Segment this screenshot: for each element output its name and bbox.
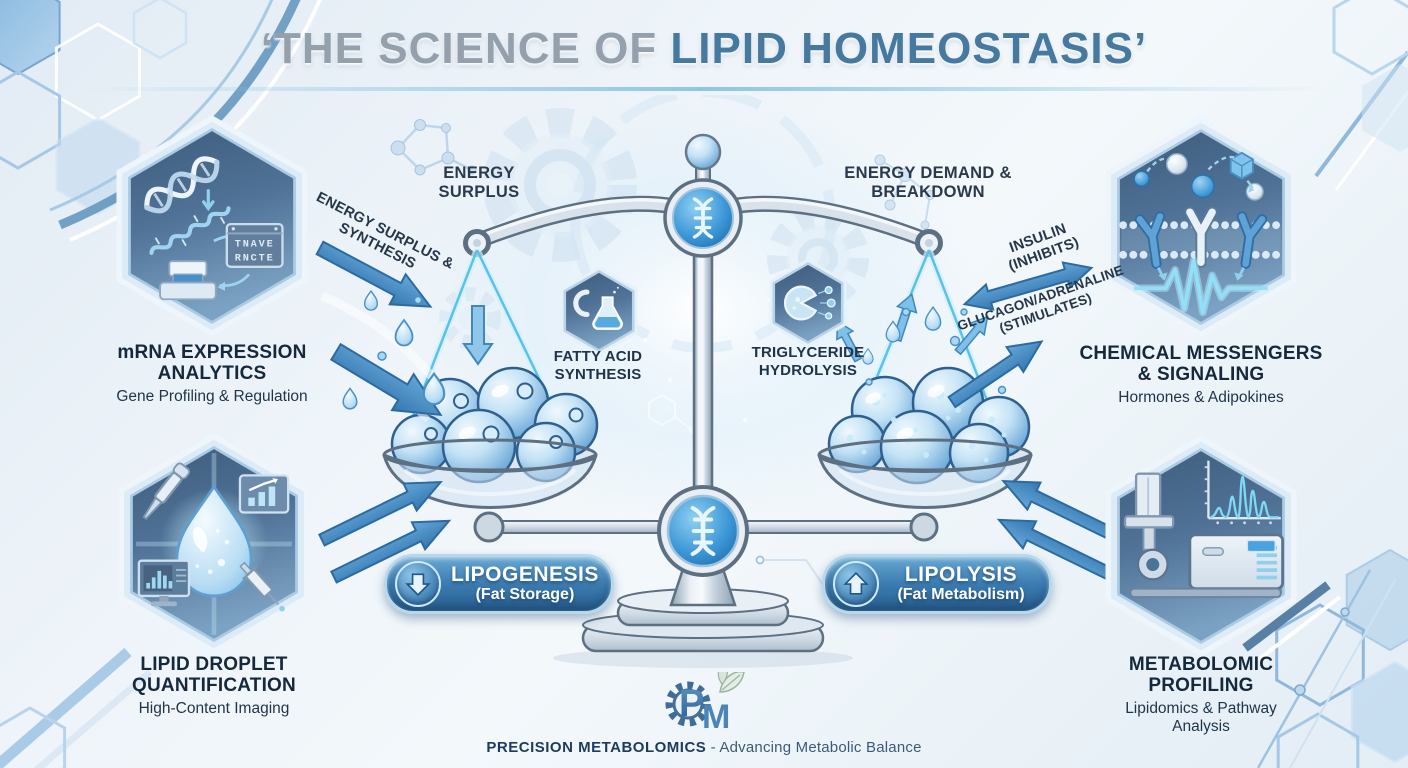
right-pan-lipolysis	[817, 366, 1033, 509]
quantification-input-arrow	[318, 481, 443, 547]
fatty-acid-synthesis-hex	[560, 266, 638, 356]
triglyceride-hydrolysis-label: TRIGLYCERIDE HYDROLYSIS	[751, 344, 865, 379]
lipolysis-badge: LIPOLYSIS (Fat Metabolism)	[822, 554, 1052, 614]
svg-text:RNCTE: RNCTE	[235, 253, 275, 264]
module-subtitle: High-Content Imaging	[138, 699, 290, 717]
lipogenesis-text: LIPOGENESIS (Fat Storage)	[451, 564, 599, 604]
badge-qualifier: (Fat Storage)	[475, 586, 575, 604]
pm-gear-leaf-logo-icon: P M	[665, 660, 745, 736]
chromatogram-icon	[1204, 460, 1281, 525]
mass-spec-body-icon	[1123, 472, 1284, 598]
module-title: CHEMICAL MESSENGERS & SIGNALING	[1079, 343, 1323, 385]
svg-text:TNAVE: TNAVE	[235, 239, 275, 250]
signal-down-arrows	[1157, 267, 1245, 281]
membrane-receptor-signaling-icon	[1105, 116, 1297, 338]
brand-tagline-text: Advancing Metabolic Balance	[719, 739, 922, 756]
storage-down-arrow	[462, 305, 494, 366]
scale-crossbar	[473, 511, 939, 543]
module-title: mRNA EXPRESSION ANALYTICS	[117, 342, 307, 384]
scale-strings	[394, 248, 1012, 457]
title-muted-part: ‘THE SCIENCE OF	[260, 24, 658, 73]
svg-text:M: M	[702, 698, 730, 736]
page-title: ‘THE SCIENCE OF LIPID HOMEOSTASIS’	[0, 24, 1408, 74]
droplet-dot	[377, 351, 387, 361]
signal-waveform-icon	[1134, 256, 1268, 317]
lipid-droplet-imaging-icon	[118, 433, 310, 655]
module-title: LIPID DROPLET QUANTIFICATION	[132, 654, 296, 696]
triglyceride-hydrolysis-hex	[769, 258, 847, 348]
dna-medallion-icon	[657, 485, 749, 577]
leaf-icon	[717, 660, 745, 693]
mrna-module-label: mRNA EXPRESSION ANALYTICS Gene Profiling…	[92, 342, 332, 406]
hydrolysis-icon	[769, 258, 847, 348]
module-subtitle: Hormones & Adipokines	[1118, 388, 1284, 406]
metabolomic-module-label: METABOLOMIC PROFILING Lipidomics & Pathw…	[1086, 654, 1316, 737]
lipid-droplet-module-label: LIPID DROPLET QUANTIFICATION High-Conten…	[94, 654, 334, 718]
monitor-histogram-icon	[137, 559, 191, 607]
module-title: METABOLOMIC PROFILING	[1128, 654, 1274, 696]
splash-droplet-icon	[862, 305, 942, 365]
droplet-icon	[175, 483, 253, 598]
brand-logo: P M	[648, 660, 760, 736]
module-badge-signaling	[1099, 113, 1303, 341]
svg-text:P: P	[679, 683, 704, 725]
lipogenesis-badge: LIPOGENESIS (Fat Storage)	[384, 554, 614, 614]
receptor-icon	[1134, 206, 1268, 269]
brand-separator: -	[710, 739, 716, 756]
flask-icon	[560, 266, 638, 356]
center-glow	[420, 95, 980, 525]
badge-name: LIPOGENESIS	[451, 563, 599, 587]
fatty-acid-synthesis-label: FATTY ACID SYNTHESIS	[553, 348, 643, 383]
brand-tagline: PRECISION METABOLOMICS - Advancing Metab…	[0, 739, 1408, 756]
down-arrow-icon	[395, 561, 441, 607]
swoosh-line	[320, 291, 440, 385]
module-subtitle: Gene Profiling & Regulation	[116, 387, 308, 405]
gear-icon	[439, 287, 501, 349]
droplet-dot	[413, 295, 423, 305]
module-badge-mrna: TNAVE RNCTE	[110, 112, 314, 340]
chromatograph-instrument-icon	[1105, 435, 1297, 657]
up-arrow-icon	[833, 561, 879, 607]
energy-demand-label: ENERGY DEMAND & BREAKDOWN	[844, 164, 1012, 202]
ligand-icons	[1133, 151, 1264, 201]
synthesis-inflow-arrow	[329, 342, 443, 417]
pipette-icon	[142, 462, 191, 520]
module-badge-lipid-droplet	[112, 430, 316, 658]
energy-surplus-label: ENERGY SURPLUS	[438, 164, 520, 202]
left-pan-lipid-droplets	[382, 366, 599, 509]
sequencer-device-icon	[159, 260, 217, 301]
module-subtitle: Lipidomics & Pathway Analysis	[1125, 699, 1277, 736]
module-badge-metabolomic	[1099, 432, 1303, 660]
dna-medallion-icon	[663, 178, 743, 258]
insulin-inhibits-label: INSULIN (INHIBITS)	[1006, 220, 1082, 275]
badge-qualifier: (Fat Metabolism)	[897, 586, 1025, 604]
badge-name: LIPOLYSIS	[904, 563, 1018, 587]
signaling-module-label: CHEMICAL MESSENGERS & SIGNALING Hormones…	[1076, 343, 1326, 407]
energy-surplus-synthesis-label: ENERGY SURPLUS & SYNTHESIS	[313, 189, 457, 273]
brand-name: PRECISION METABOLOMICS	[486, 739, 707, 756]
syringe-icon	[239, 561, 285, 612]
scale-column	[692, 246, 714, 572]
dna-mrna-sequencer-icon: TNAVE RNCTE	[116, 115, 308, 337]
title-accent-part: LIPID HOMEOSTASIS’	[670, 24, 1148, 73]
lipid-droplet-icon	[342, 289, 446, 410]
title-underline	[0, 87, 1408, 91]
molecule-decoration	[648, 393, 696, 434]
lipolysis-text: LIPOLYSIS (Fat Metabolism)	[889, 564, 1033, 604]
bar-chart-icon	[238, 474, 290, 514]
circuit-trace-decoration	[755, 555, 833, 597]
analysis-screen-icon: TNAVE RNCTE	[225, 222, 284, 268]
